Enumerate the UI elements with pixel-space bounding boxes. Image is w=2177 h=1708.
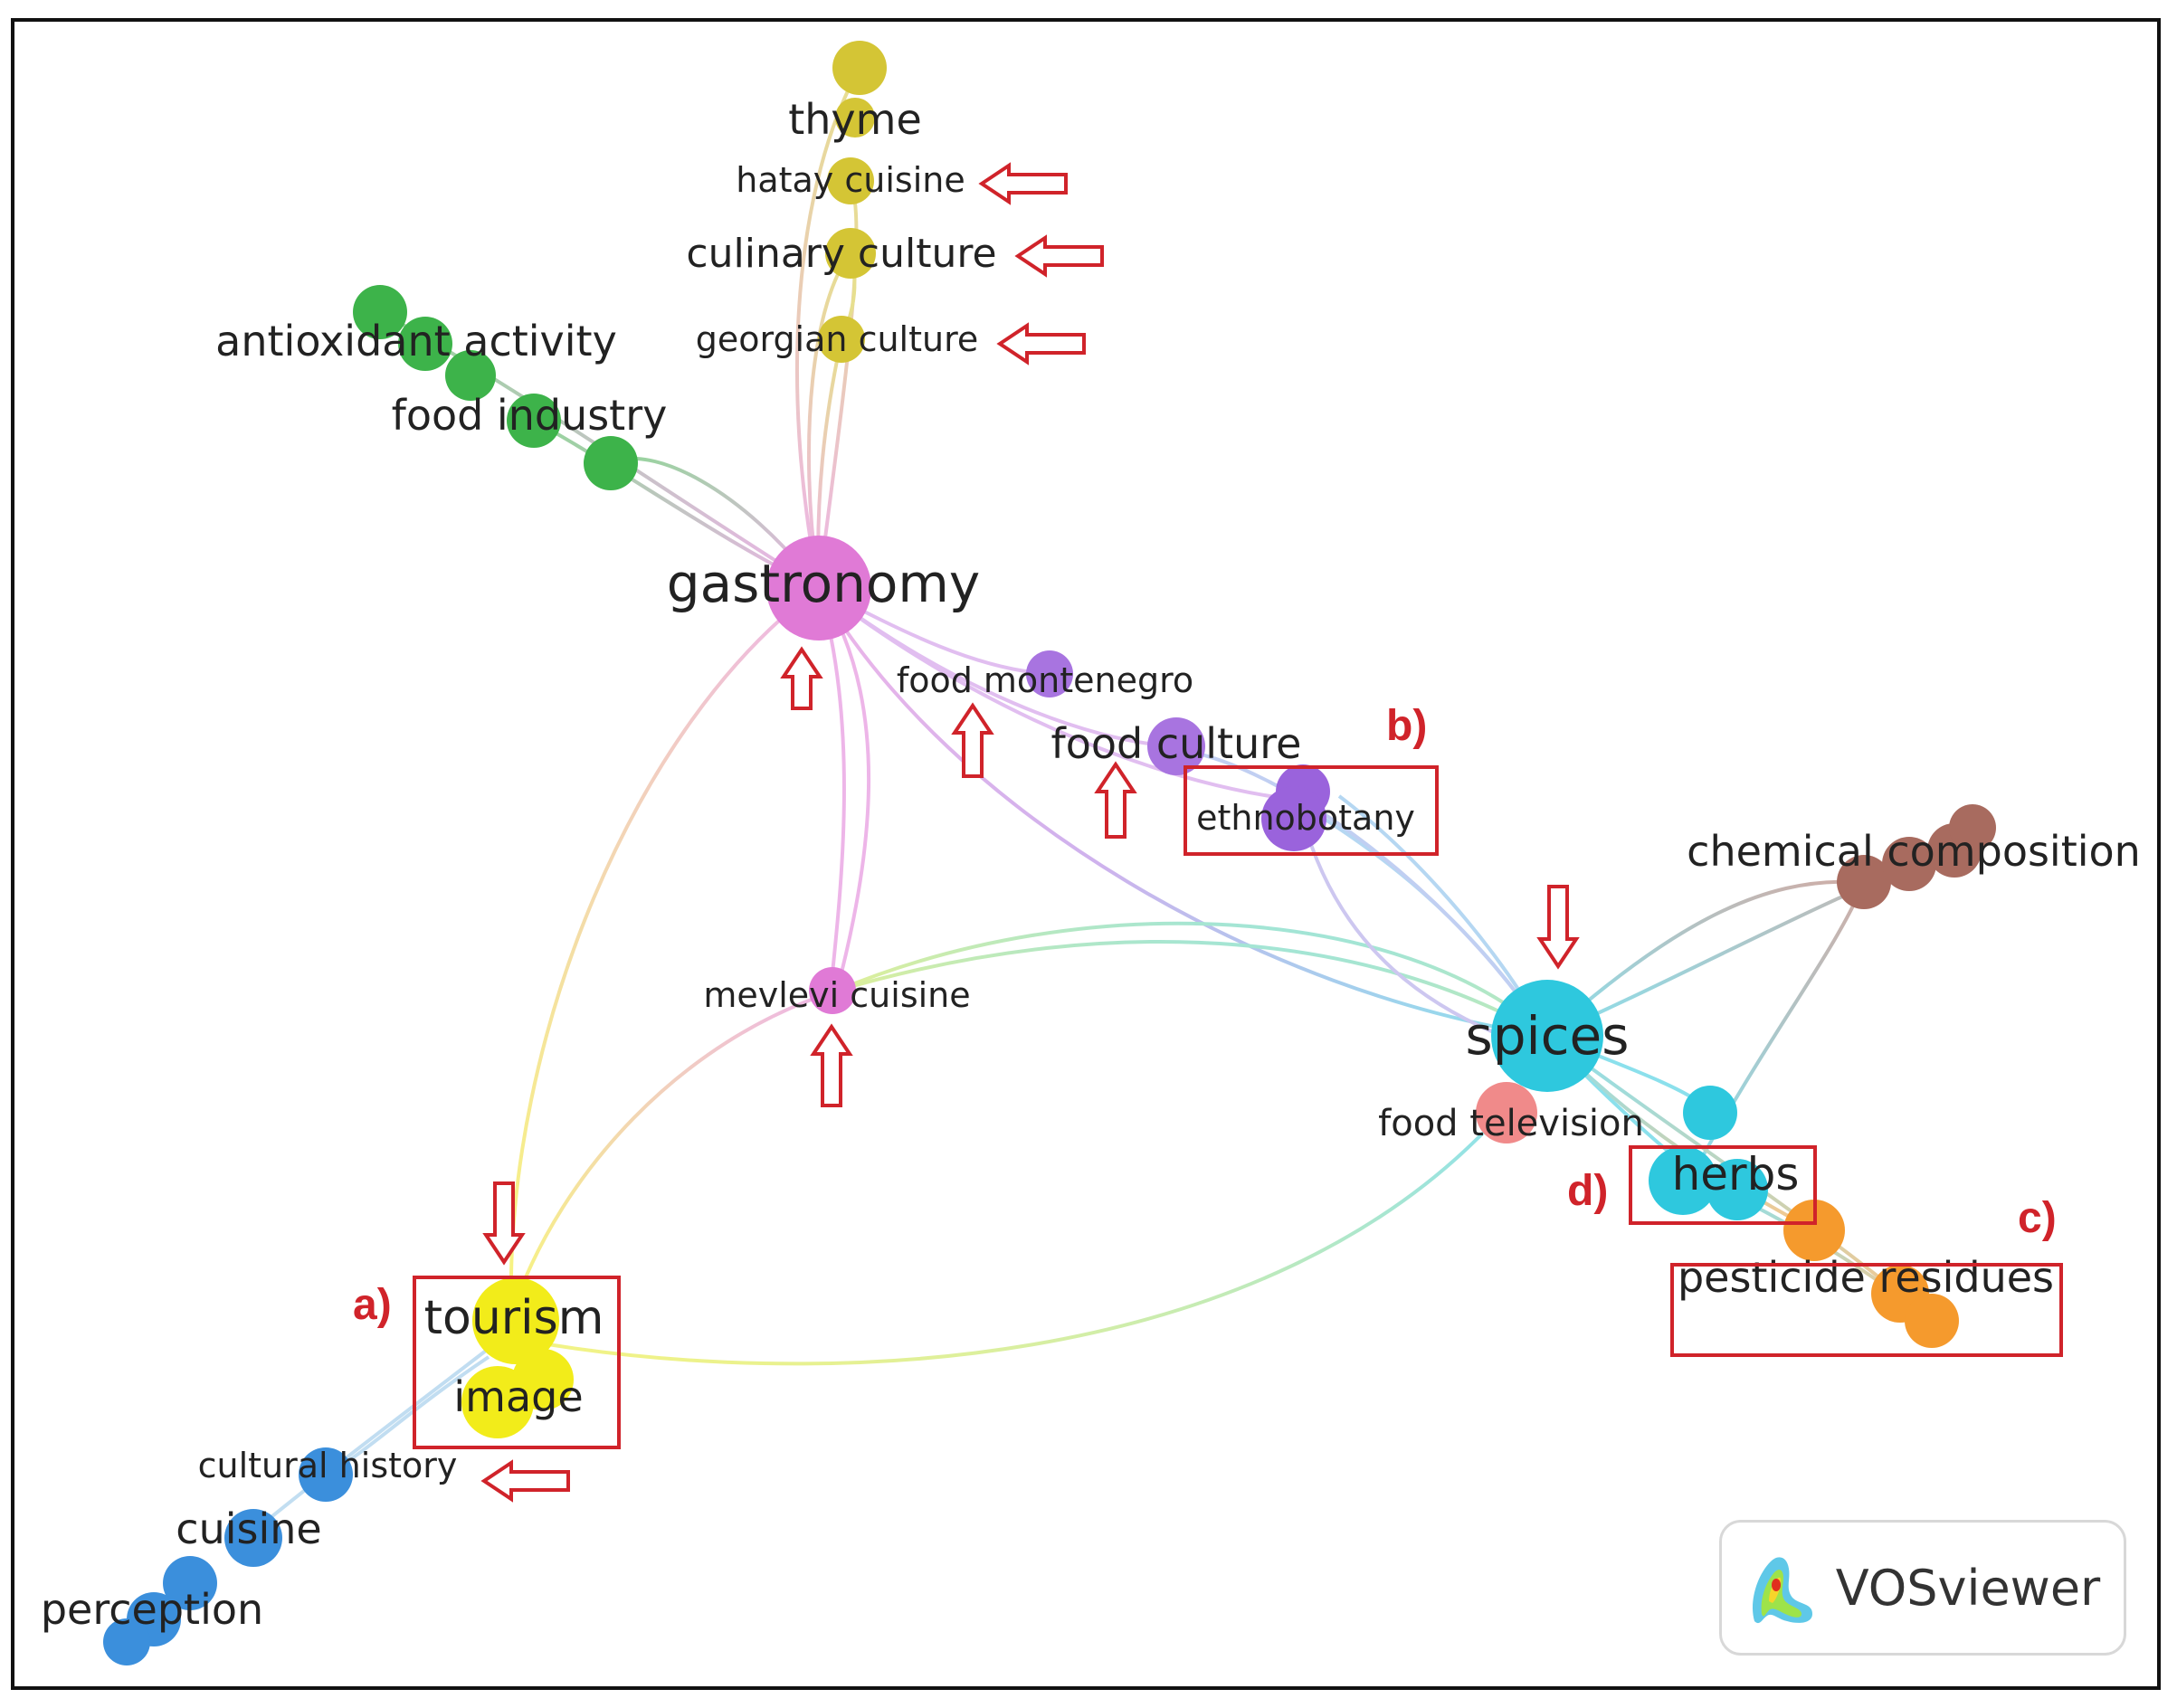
node-georgian-culture[interactable] bbox=[818, 316, 865, 363]
arrow-up-gastronomy bbox=[780, 646, 823, 710]
node-thyme[interactable] bbox=[832, 41, 887, 95]
node-perception-2 bbox=[163, 1556, 217, 1610]
label-food-television: food television bbox=[1378, 1103, 1644, 1144]
node-chemical-4 bbox=[1949, 804, 1996, 851]
label-food-culture: food culture bbox=[1051, 719, 1302, 768]
link-gastronomy-spices bbox=[817, 586, 1548, 1038]
label-tourism: tourism bbox=[424, 1291, 604, 1345]
node-tourism[interactable] bbox=[472, 1277, 559, 1364]
node-chemical-2 bbox=[1882, 837, 1936, 891]
node-food-television[interactable] bbox=[1476, 1082, 1537, 1143]
node-gastronomy[interactable] bbox=[766, 536, 871, 640]
arrow-down-spices bbox=[1536, 885, 1580, 970]
arrow-left-cultural bbox=[480, 1459, 570, 1503]
marker-d: d) bbox=[1567, 1167, 1608, 1215]
highlight-box-herbs bbox=[1629, 1145, 1817, 1225]
node-food-industry-2 bbox=[584, 436, 638, 490]
marker-b: b) bbox=[1386, 702, 1427, 750]
link-spices-chemical bbox=[1545, 879, 1856, 1038]
label-image: image bbox=[453, 1372, 583, 1421]
label-ethnobotany: ethnobotany bbox=[1196, 798, 1415, 838]
node-herbs-3 bbox=[1706, 1159, 1768, 1220]
link-gastronomy-tourism bbox=[509, 586, 821, 1304]
node-cultural-history[interactable] bbox=[299, 1447, 353, 1502]
node-hatay-cuisine[interactable] bbox=[827, 157, 874, 204]
label-chemical-composition: chemical composition bbox=[1687, 827, 2141, 876]
arrow-up-montenegro bbox=[951, 702, 994, 778]
node-thyme-2 bbox=[835, 98, 875, 138]
node-chemical-composition[interactable] bbox=[1837, 855, 1891, 909]
network-nodes bbox=[103, 41, 1996, 1665]
highlight-boxes bbox=[413, 765, 2063, 1449]
marker-c: c) bbox=[2018, 1194, 2057, 1242]
node-labels: thyme hatay cuisine culinary culture geo… bbox=[41, 95, 2141, 1634]
node-food-culture[interactable] bbox=[1147, 717, 1205, 775]
node-mevlevi-cuisine[interactable] bbox=[809, 967, 856, 1014]
link-mevlevi-spices bbox=[836, 921, 1549, 1038]
label-food-industry: food industry bbox=[392, 391, 668, 440]
arrow-left-culinary bbox=[1014, 234, 1104, 278]
link-tourism-spices bbox=[515, 1111, 1504, 1366]
marker-a: a) bbox=[353, 1281, 392, 1329]
node-antioxidant-2 bbox=[398, 317, 452, 371]
link-gastronomy-mevlevi bbox=[817, 586, 870, 992]
label-perception: perception bbox=[41, 1585, 263, 1634]
arrow-down-tourism bbox=[482, 1181, 526, 1266]
label-herbs: herbs bbox=[1672, 1148, 1800, 1200]
label-food-montenegro: food montenegro bbox=[897, 660, 1193, 700]
label-spices: spices bbox=[1466, 1005, 1630, 1067]
link-spices-foodculture bbox=[1184, 749, 1549, 1038]
node-food-montenegro[interactable] bbox=[1026, 650, 1073, 697]
link-gastronomy-mevlevi-2 bbox=[817, 587, 846, 992]
node-ethnobotany[interactable] bbox=[1261, 786, 1326, 851]
node-cuisine[interactable] bbox=[224, 1509, 282, 1567]
link-mevlevi-tourism bbox=[514, 989, 838, 1304]
label-cuisine: cuisine bbox=[176, 1504, 321, 1553]
node-antioxidant-3 bbox=[445, 350, 496, 401]
vosviewer-label: VOSviewer bbox=[1835, 1559, 2101, 1617]
label-culinary-culture: culinary culture bbox=[686, 231, 996, 277]
label-georgian-culture: georgian culture bbox=[696, 319, 979, 359]
node-food-industry[interactable] bbox=[507, 394, 561, 448]
label-hatay-cuisine: hatay cuisine bbox=[736, 160, 965, 200]
arrow-left-georgian bbox=[996, 322, 1086, 365]
node-image[interactable] bbox=[461, 1366, 534, 1438]
link-gastronomy-ethnobotany bbox=[817, 586, 1304, 802]
node-culinary-culture[interactable] bbox=[825, 228, 876, 279]
link-gastronomy-culinary bbox=[806, 251, 852, 589]
highlight-box-tourism-image bbox=[413, 1276, 621, 1449]
label-antioxidant-activity: antioxidant activity bbox=[215, 317, 617, 365]
label-pesticide-residues: pesticide residues bbox=[1678, 1253, 2054, 1302]
annotation-arrows bbox=[480, 162, 1580, 1503]
link-mevlevi-spices-2 bbox=[836, 940, 1539, 1033]
highlight-box-pesticide-residues bbox=[1670, 1263, 2063, 1357]
panel-markers: a) b) c) d) bbox=[353, 702, 2057, 1329]
arrow-up-mevlevi bbox=[810, 1023, 853, 1107]
node-herbs[interactable] bbox=[1649, 1146, 1717, 1215]
node-spices[interactable] bbox=[1491, 980, 1603, 1092]
label-thyme: thyme bbox=[788, 95, 922, 144]
node-perception-3 bbox=[103, 1618, 150, 1665]
highlight-box-ethnobotany bbox=[1184, 765, 1439, 856]
vosviewer-watermark: VOSviewer bbox=[1719, 1520, 2126, 1656]
node-herbs-2 bbox=[1683, 1086, 1737, 1140]
node-antioxidant-activity[interactable] bbox=[353, 285, 407, 339]
arrow-left-hatay bbox=[978, 162, 1068, 205]
arrow-up-foodculture bbox=[1094, 761, 1137, 839]
node-pesticide-2 bbox=[1783, 1200, 1845, 1261]
label-gastronomy: gastronomy bbox=[667, 553, 980, 614]
label-cultural-history: cultural history bbox=[198, 1446, 458, 1485]
node-pesticide-3 bbox=[1905, 1294, 1959, 1348]
label-mevlevi-cuisine: mevlevi cuisine bbox=[703, 975, 970, 1015]
vosviewer-logo-icon bbox=[1752, 1557, 1812, 1624]
